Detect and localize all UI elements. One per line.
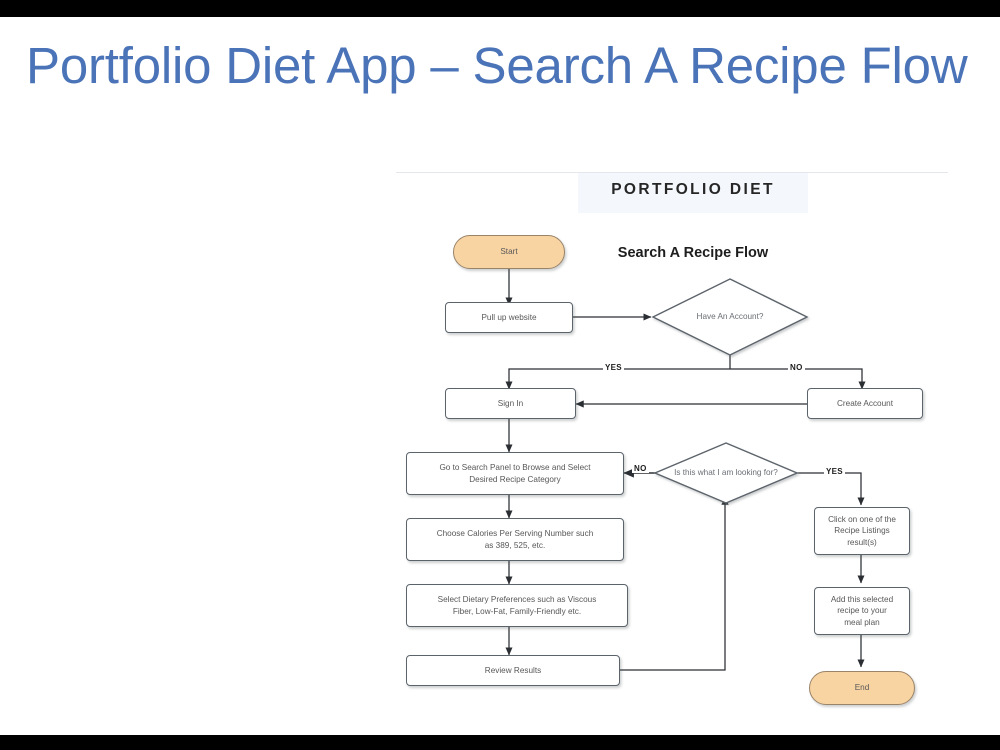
node-choose-calories-line2: as 389, 525, etc. xyxy=(484,540,546,550)
connector-layer xyxy=(505,267,866,671)
decision-have-account-shape xyxy=(651,278,809,356)
node-start[interactable]: Start xyxy=(453,235,565,269)
node-add-to-meal-plan[interactable]: Add this selected recipe to your meal pl… xyxy=(814,587,910,635)
node-sign-in[interactable]: Sign In xyxy=(445,388,576,419)
flowchart-figure: PORTFOLIO DIET Search A Recipe Flow xyxy=(396,155,948,715)
node-pull-up-website[interactable]: Pull up website xyxy=(445,302,573,333)
node-click-recipe-listing-line1: Click on one of the xyxy=(828,514,896,524)
node-add-to-meal-plan-line2: recipe to your xyxy=(837,606,887,616)
decision-looking-for-label: Is this what I am looking for? xyxy=(674,468,778,477)
letterbox-top-bar xyxy=(0,0,1000,17)
node-create-account-label: Create Account xyxy=(837,398,893,408)
node-search-panel[interactable]: Go to Search Panel to Browse and Select … xyxy=(406,452,624,495)
node-choose-calories[interactable]: Choose Calories Per Serving Number such … xyxy=(406,518,624,561)
node-add-to-meal-plan-line1: Add this selected xyxy=(830,594,894,604)
letterbox-bottom-bar xyxy=(0,735,1000,750)
node-click-recipe-listing-line3: result(s) xyxy=(847,537,877,547)
node-dietary-preferences[interactable]: Select Dietary Preferences such as Visco… xyxy=(406,584,628,627)
figure-divider xyxy=(396,172,948,173)
edge-label-yes-looking-for: YES xyxy=(824,467,845,476)
node-review-results[interactable]: Review Results xyxy=(406,655,620,686)
edge-label-no-looking-for: NO xyxy=(632,464,649,473)
node-pull-up-website-label: Pull up website xyxy=(481,312,537,322)
brand-band xyxy=(578,173,808,213)
node-add-to-meal-plan-line3: meal plan xyxy=(844,617,880,627)
node-create-account[interactable]: Create Account xyxy=(807,388,923,419)
brand-title: PORTFOLIO DIET xyxy=(611,181,775,198)
node-end[interactable]: End xyxy=(809,671,915,705)
page-title: Portfolio Diet App – Search A Recipe Flo… xyxy=(26,37,968,94)
node-click-recipe-listing[interactable]: Click on one of the Recipe Listings resu… xyxy=(814,507,910,555)
node-sign-in-label: Sign In xyxy=(497,398,524,408)
node-search-panel-line1: Go to Search Panel to Browse and Select xyxy=(439,463,591,472)
edge-label-no-have-account: NO xyxy=(788,363,805,372)
node-review-results-label: Review Results xyxy=(484,665,542,675)
slide-canvas: Portfolio Diet App – Search A Recipe Flo… xyxy=(0,17,1000,735)
decision-looking-for-shape xyxy=(653,442,799,504)
flowchart-subtitle: Search A Recipe Flow xyxy=(617,245,769,261)
node-end-label: End xyxy=(854,683,870,693)
node-start-label: Start xyxy=(500,247,518,257)
node-click-recipe-listing-line2: Recipe Listings xyxy=(834,526,890,536)
decision-have-account-label: Have An Account? xyxy=(696,312,764,321)
node-dietary-preferences-line1: Select Dietary Preferences such as Visco… xyxy=(437,595,597,604)
node-dietary-preferences-line2: Fiber, Low-Fat, Family-Friendly etc. xyxy=(452,606,582,616)
edge-label-yes-have-account: YES xyxy=(603,363,624,372)
node-search-panel-line2: Desired Recipe Category xyxy=(469,474,561,484)
node-choose-calories-line1: Choose Calories Per Serving Number such xyxy=(436,529,594,538)
